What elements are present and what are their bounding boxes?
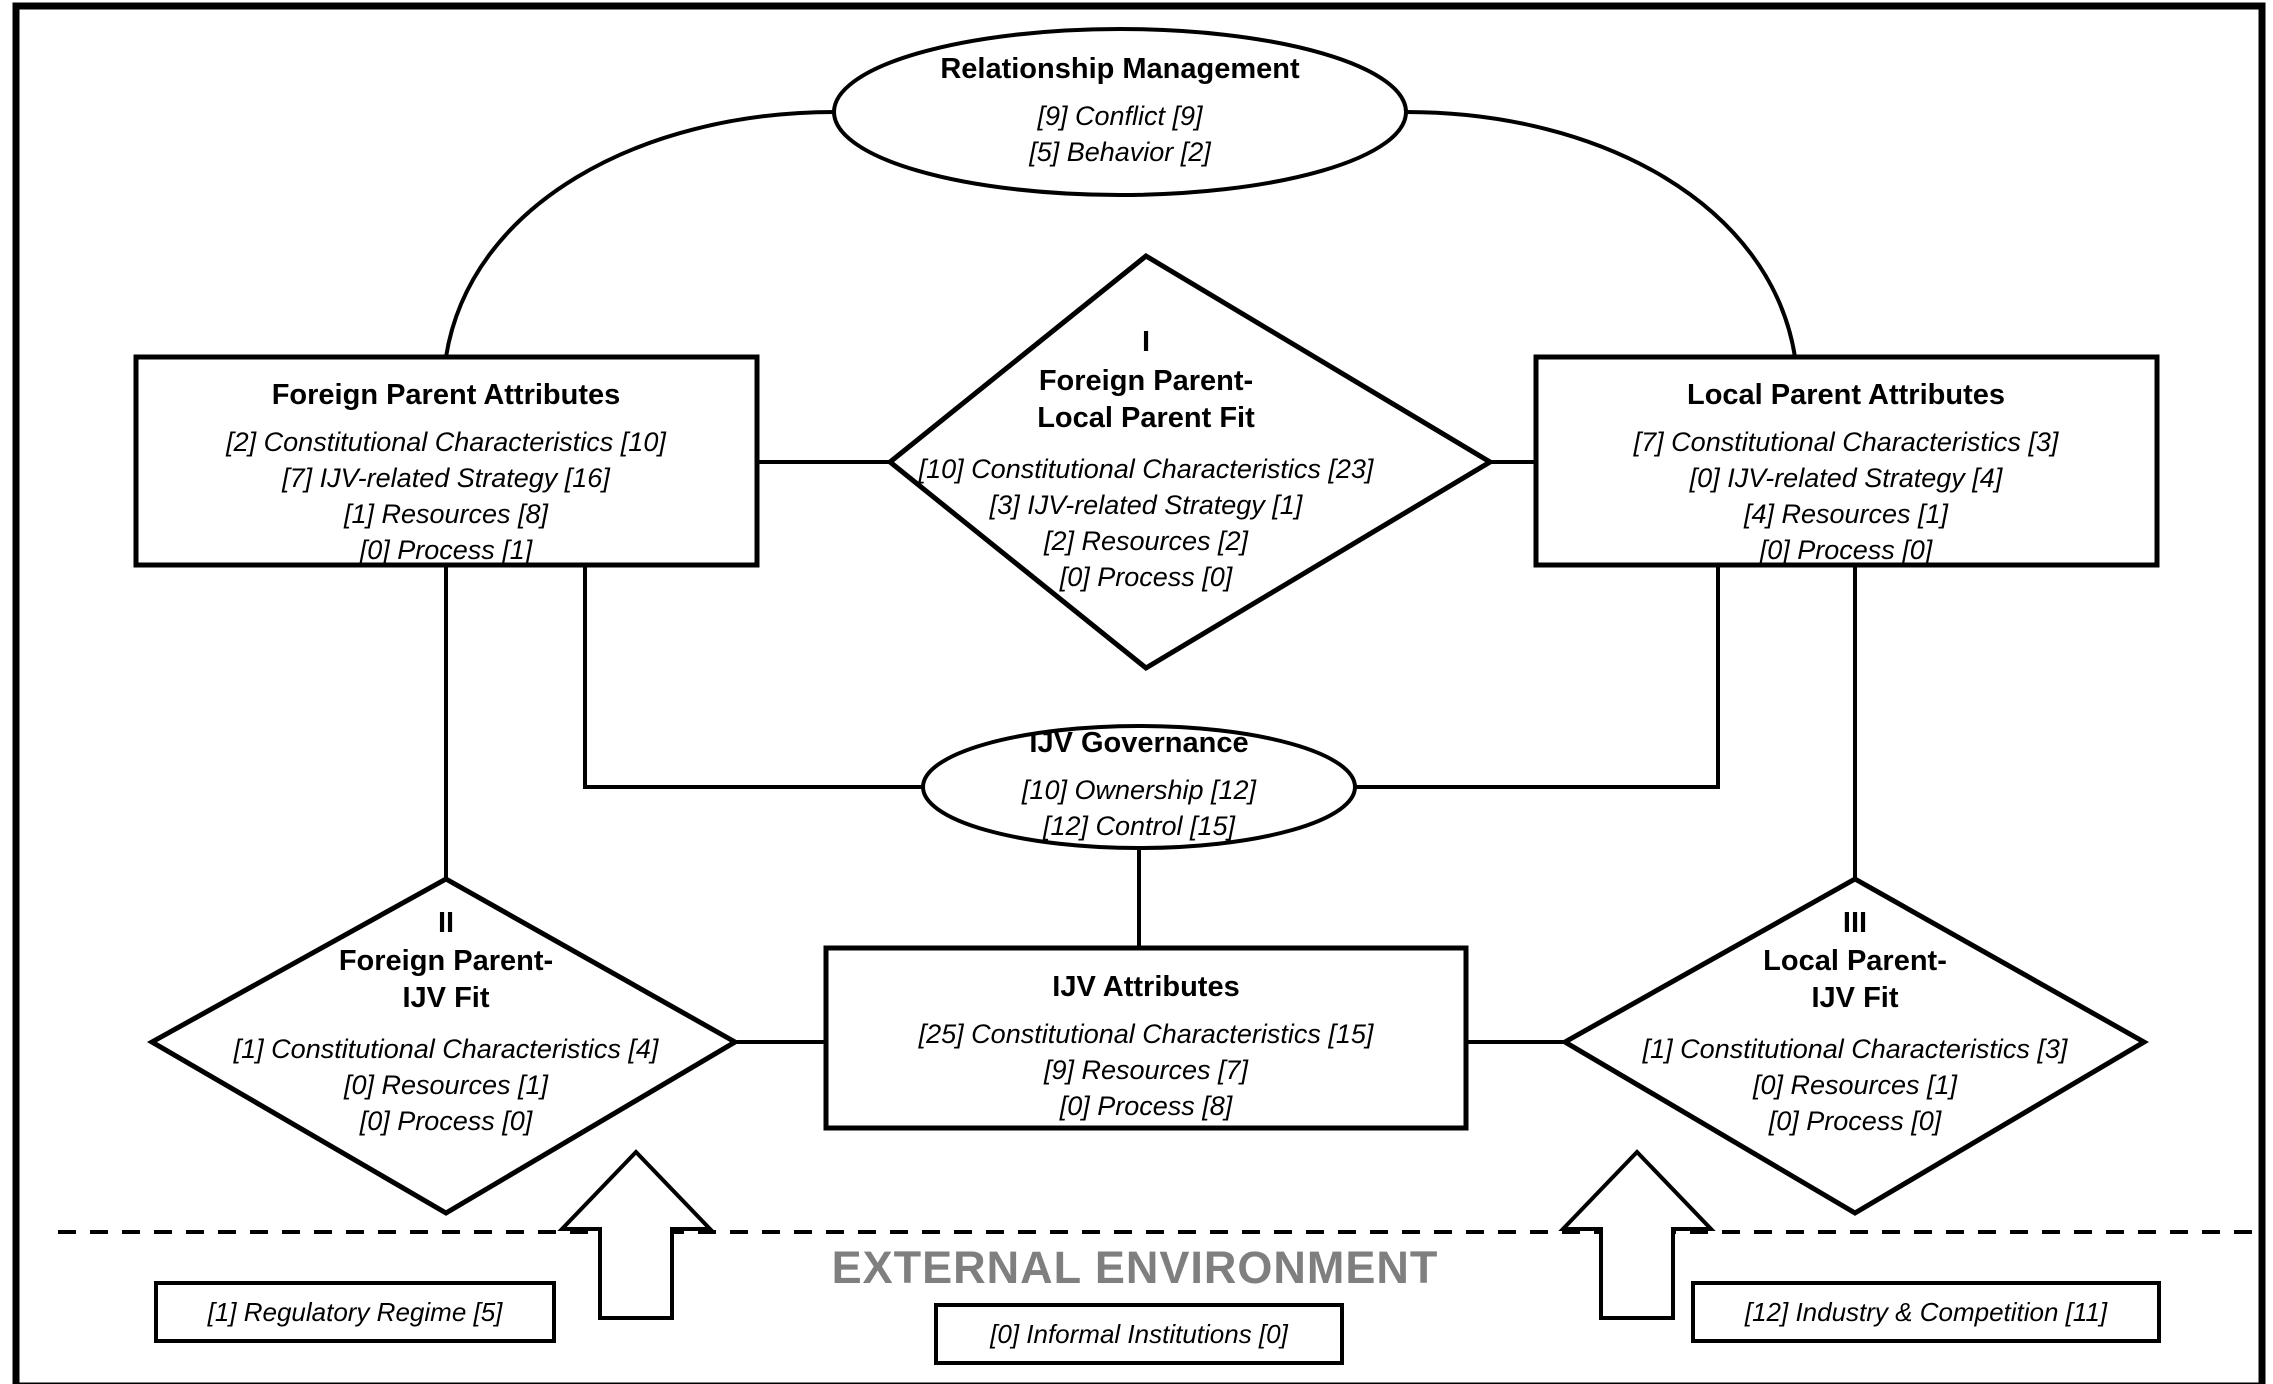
fit-i-title-line1: Foreign Parent- <box>1039 365 1253 397</box>
node-fit-i-foreign-local-parent[interactable] <box>886 252 1495 672</box>
connector-group <box>444 110 1857 1044</box>
fit-iii-numeral: III <box>1843 907 1867 939</box>
relationship-management-item-1: [5] Behavior [2] <box>1028 137 1212 167</box>
informal-institutions-label: [0] Informal Institutions [0] <box>989 1319 1288 1349</box>
local-parent-attributes-item-0: [7] Constitutional Characteristics [3] <box>1633 427 2060 457</box>
fit-ii-item-1: [0] Resources [1] <box>343 1070 550 1100</box>
relationship-management-title: Relationship Management <box>940 53 1300 85</box>
relationship-management-item-0: [9] Conflict [9] <box>1036 101 1204 131</box>
fit-ii-title-line1: Foreign Parent- <box>339 945 553 977</box>
node-ijv-governance[interactable] <box>921 724 1357 850</box>
ijv-attributes-item-0: [25] Constitutional Characteristics [15] <box>918 1019 1375 1049</box>
fit-iii-item-1: [0] Resources [1] <box>1752 1070 1959 1100</box>
node-fit-iii-local-parent-ijv[interactable] <box>1559 876 2149 1216</box>
ijv-governance-item-0: [10] Ownership [12] <box>1021 775 1258 805</box>
foreign-parent-attributes-item-2: [1] Resources [8] <box>343 499 550 529</box>
external-environment-label: EXTERNAL ENVIRONMENT <box>832 1242 1439 1293</box>
connector-relationship-to-local-parent <box>1405 110 1797 358</box>
foreign-parent-attributes-item-3: [0] Process [1] <box>359 535 534 565</box>
fit-iii-item-0: [1] Constitutional Characteristics [3] <box>1642 1034 2069 1064</box>
connector-local-parent-to-ijv-governance <box>1356 565 1720 789</box>
fit-iii-title-line2: IJV Fit <box>1811 982 1898 1014</box>
local-parent-attributes-item-2: [4] Resources [1] <box>1743 499 1950 529</box>
figure-frame <box>12 2 2266 1384</box>
regulatory-regime-label: [1] Regulatory Regime [5] <box>207 1297 504 1327</box>
fit-ii-title-line2: IJV Fit <box>402 982 489 1014</box>
node-relationship-management[interactable] <box>832 27 1408 197</box>
environment-arrow-right <box>1558 1149 1716 1320</box>
fit-ii-numeral: II <box>438 907 454 939</box>
ijv-attributes-item-1: [9] Resources [7] <box>1043 1055 1250 1085</box>
fit-iii-title-line1: Local Parent- <box>1763 945 1947 977</box>
node-informal-institutions[interactable] <box>934 1303 1344 1365</box>
ijv-attributes-item-2: [0] Process [8] <box>1059 1091 1234 1121</box>
ijv-governance-title: IJV Governance <box>1029 727 1248 759</box>
connector-relationship-to-foreign-parent <box>444 110 836 358</box>
fit-i-item-3: [0] Process [0] <box>1059 562 1234 592</box>
connector-foreign-parent-to-ijv-governance <box>583 565 923 789</box>
node-foreign-parent-attributes[interactable] <box>133 354 760 568</box>
environment-arrow-left <box>557 1149 715 1320</box>
foreign-parent-attributes-title: Foreign Parent Attributes <box>272 379 621 411</box>
node-regulatory-regime[interactable] <box>154 1281 556 1343</box>
node-industry-competition[interactable] <box>1691 1281 2161 1343</box>
fit-ii-item-2: [0] Process [0] <box>359 1106 534 1136</box>
ijv-attributes-title: IJV Attributes <box>1052 971 1239 1003</box>
node-fit-ii-foreign-parent-ijv[interactable] <box>146 876 740 1216</box>
node-local-parent-attributes[interactable] <box>1533 354 2160 568</box>
foreign-parent-attributes-item-0: [2] Constitutional Characteristics [10] <box>225 427 667 457</box>
fit-i-numeral: I <box>1142 326 1150 358</box>
node-ijv-attributes[interactable] <box>823 945 1469 1131</box>
local-parent-attributes-item-3: [0] Process [0] <box>1759 535 1934 565</box>
fit-iii-item-2: [0] Process [0] <box>1768 1106 1943 1136</box>
foreign-parent-attributes-item-1: [7] IJV-related Strategy [16] <box>281 463 611 493</box>
fit-ii-item-0: [1] Constitutional Characteristics [4] <box>233 1034 660 1064</box>
fit-i-item-0: [10] Constitutional Characteristics [23] <box>918 454 1375 484</box>
fit-i-title-line2: Local Parent Fit <box>1037 402 1255 434</box>
local-parent-attributes-item-1: [0] IJV-related Strategy [4] <box>1689 463 2004 493</box>
industry-competition-label: [12] Industry & Competition [11] <box>1744 1297 2108 1327</box>
fit-i-item-2: [2] Resources [2] <box>1043 526 1250 556</box>
fit-i-item-1: [3] IJV-related Strategy [1] <box>989 490 1304 520</box>
local-parent-attributes-title: Local Parent Attributes <box>1687 379 2005 411</box>
ijv-governance-item-1: [12] Control [15] <box>1042 811 1237 841</box>
